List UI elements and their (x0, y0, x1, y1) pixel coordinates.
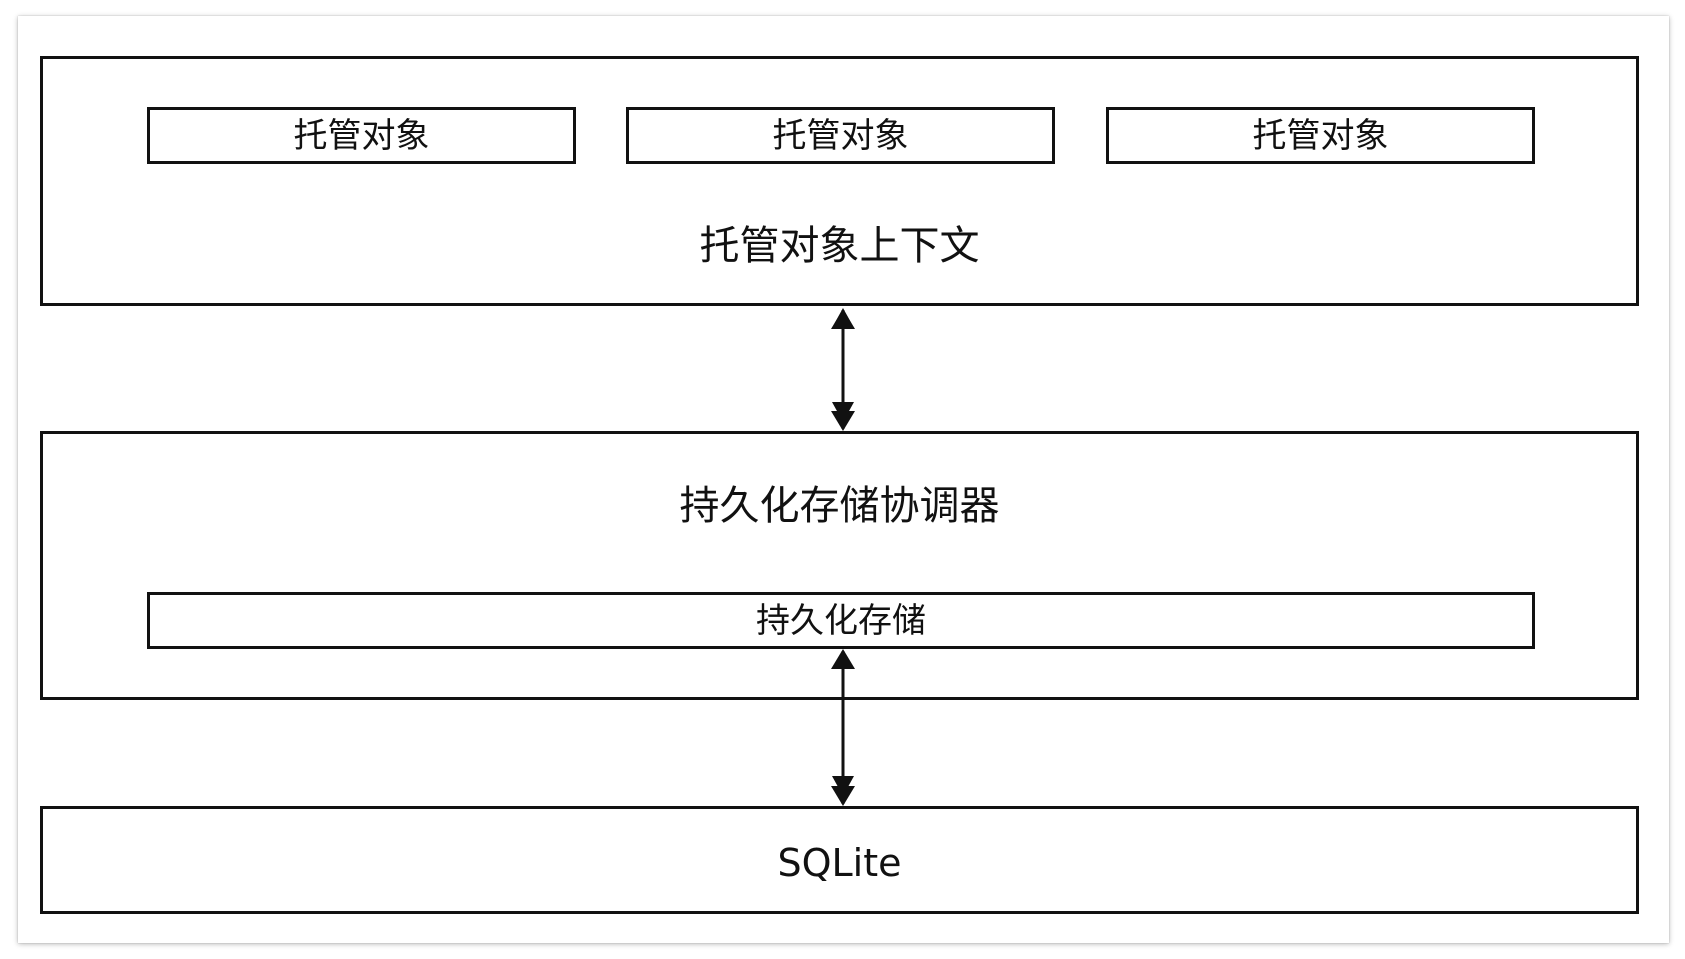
managed-object-box: 托管对象 (626, 107, 1055, 164)
diagram-canvas: 托管对象 托管对象 托管对象 托管对象上下文 持久化存储协调器 持久化存储 S (18, 16, 1669, 943)
managed-object-label: 托管对象 (293, 115, 430, 156)
sqlite-box: SQLite (40, 806, 1639, 914)
managed-object-label: 托管对象 (772, 115, 909, 156)
managed-object-box: 托管对象 (1106, 107, 1535, 164)
persistent-store-coordinator-label: 持久化存储协调器 (679, 483, 1000, 529)
persistent-store-coordinator-box: 持久化存储协调器 持久化存储 (40, 431, 1639, 700)
sqlite-label: SQLite (777, 841, 902, 885)
persistent-store-label: 持久化存储 (756, 600, 926, 641)
managed-object-label: 托管对象 (1252, 115, 1389, 156)
managed-object-box: 托管对象 (147, 107, 576, 164)
persistent-store-box: 持久化存储 (147, 592, 1535, 649)
managed-object-context-box: 托管对象 托管对象 托管对象 托管对象上下文 (40, 56, 1639, 306)
managed-object-context-label: 托管对象上下文 (699, 223, 980, 269)
